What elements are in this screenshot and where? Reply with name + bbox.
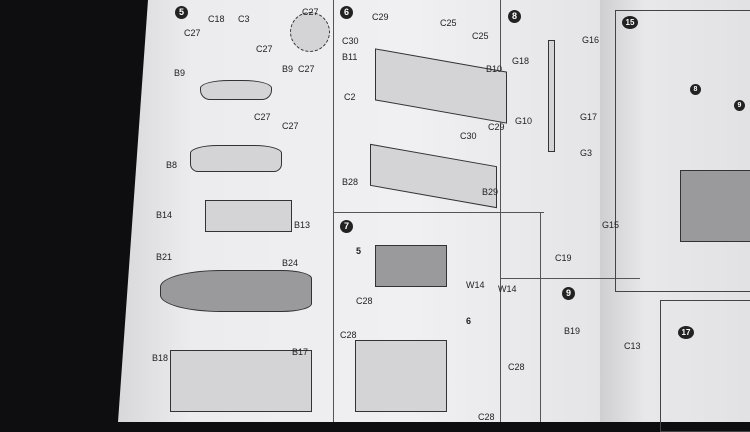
part-label: G10 — [515, 116, 533, 126]
part-label: C27 — [298, 64, 315, 74]
tower-part — [375, 245, 447, 287]
part-label: C13 — [624, 341, 641, 351]
callout-8: 8 — [690, 84, 701, 95]
divider — [333, 0, 334, 422]
ship-bridge-part — [680, 170, 750, 242]
part-label: C30 — [342, 36, 359, 46]
part-label: B9 — [282, 64, 294, 74]
part-label: C3 — [238, 14, 250, 24]
callout-9: 9 — [734, 100, 745, 111]
part-label: C25 — [440, 18, 457, 28]
step-number-15: 15 — [622, 16, 638, 29]
part-label: C28 — [508, 362, 525, 372]
part-label: B11 — [342, 52, 358, 62]
part-label: B17 — [292, 347, 309, 357]
part-label: B19 — [564, 326, 581, 336]
part-label: B9 — [174, 68, 186, 78]
part-label: B8 — [166, 160, 178, 170]
part-label: B21 — [156, 252, 173, 262]
divider — [540, 212, 541, 422]
part-label: G15 — [602, 220, 620, 230]
dish-part — [290, 12, 330, 52]
part-label: C25 — [472, 31, 489, 41]
step-15-frame — [615, 10, 750, 292]
part-label: C28 — [478, 412, 495, 422]
part-label: B10 — [486, 64, 503, 74]
wall-part — [205, 200, 292, 232]
part-label: C29 — [372, 12, 389, 22]
step-number-8: 8 — [508, 10, 521, 23]
part-label: C19 — [555, 253, 572, 263]
part-label: C27 — [254, 112, 271, 122]
part-label: W14 — [466, 280, 485, 290]
bridge-deck-part — [200, 80, 272, 100]
sub-assembly-label: 6 — [466, 316, 472, 326]
sub-assembly-label: 5 — [356, 246, 362, 256]
part-label: B24 — [282, 258, 299, 268]
superstructure-part — [190, 145, 282, 172]
part-label: C18 — [208, 14, 225, 24]
hull-frame-part — [170, 350, 312, 412]
part-label: C27 — [256, 44, 273, 54]
step-number-7: 7 — [340, 220, 353, 233]
part-label: C28 — [356, 296, 373, 306]
part-label: C27 — [302, 7, 319, 17]
part-label: B28 — [342, 177, 359, 187]
divider — [334, 212, 544, 213]
part-label: C27 — [282, 121, 299, 131]
divider — [500, 278, 640, 279]
part-label: B13 — [294, 220, 311, 230]
part-label: G16 — [582, 35, 600, 45]
part-label: C29 — [488, 122, 505, 132]
part-label: G17 — [580, 112, 598, 122]
part-label: C27 — [184, 28, 201, 38]
part-label: G18 — [512, 56, 530, 66]
part-label: G3 — [580, 148, 593, 158]
step-number-17: 17 — [678, 326, 694, 339]
part-label: B18 — [152, 353, 169, 363]
part-label: C30 — [460, 131, 477, 141]
step-number-9: 9 — [562, 287, 575, 300]
step-number-5: 5 — [175, 6, 188, 19]
step-17-frame — [660, 300, 750, 432]
mast-part — [548, 40, 555, 152]
deck-part — [160, 270, 312, 312]
divider — [500, 0, 501, 422]
part-label: B29 — [482, 187, 499, 197]
step-number-6: 6 — [340, 6, 353, 19]
part-label: W14 — [498, 284, 517, 294]
part-label: C2 — [344, 92, 356, 102]
part-label: C28 — [340, 330, 357, 340]
lower-structure-part — [355, 340, 447, 412]
part-label: B14 — [156, 210, 173, 220]
